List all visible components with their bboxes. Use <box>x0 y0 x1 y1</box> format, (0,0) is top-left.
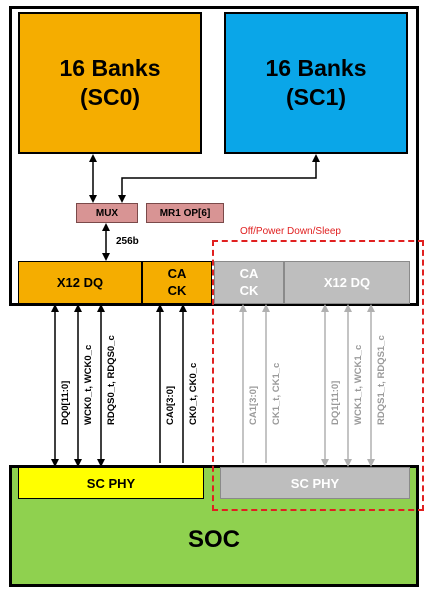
sc0-banks-line1: 16 Banks <box>59 55 161 82</box>
sc1-banks-line1: 16 Banks <box>265 55 367 82</box>
signal-ck0: CK0_t, CK0_c <box>188 362 199 425</box>
ca-ck-sc1: CA CK <box>214 261 284 304</box>
sc0-banks-line2: (SC0) <box>79 84 141 110</box>
sc1-banks: 16 Banks (SC1) <box>224 12 408 154</box>
sc-phy-sc0: SC PHY <box>18 467 204 499</box>
mr1-op6-block: MR1 OP[6] <box>146 203 224 223</box>
ca-ck-sc0: CA CK <box>142 261 212 304</box>
ca-sc1-label: CA <box>239 266 259 282</box>
x12-dq-sc0: X12 DQ <box>18 261 142 304</box>
bus-width-label: 256b <box>116 236 139 247</box>
signal-ca0: CA0[3:0] <box>165 385 176 425</box>
ck-sc0-label: CK <box>167 282 187 298</box>
off-power-down-label: Off/Power Down/Sleep <box>240 226 341 237</box>
soc-label: SOC <box>187 526 240 553</box>
x12-dq-sc1: X12 DQ <box>284 261 410 304</box>
ca-sc0-label: CA <box>167 266 187 282</box>
ck-sc1-label: CK <box>239 282 259 298</box>
signal-dq0: DQ0[11:0] <box>60 380 71 425</box>
sc-phy-sc1: SC PHY <box>220 467 410 499</box>
bank1-mux-wire <box>118 154 320 203</box>
mux-block: MUX <box>76 203 138 223</box>
signal-wck0: WCK0_t, WCK0_c <box>83 344 94 425</box>
sc1-banks-line2: (SC1) <box>285 84 347 110</box>
off-region-outline <box>212 240 424 511</box>
sc0-banks: 16 Banks (SC0) <box>18 12 202 154</box>
signal-rdqs0: RDQS0_t, RDQS0_c <box>106 335 117 425</box>
